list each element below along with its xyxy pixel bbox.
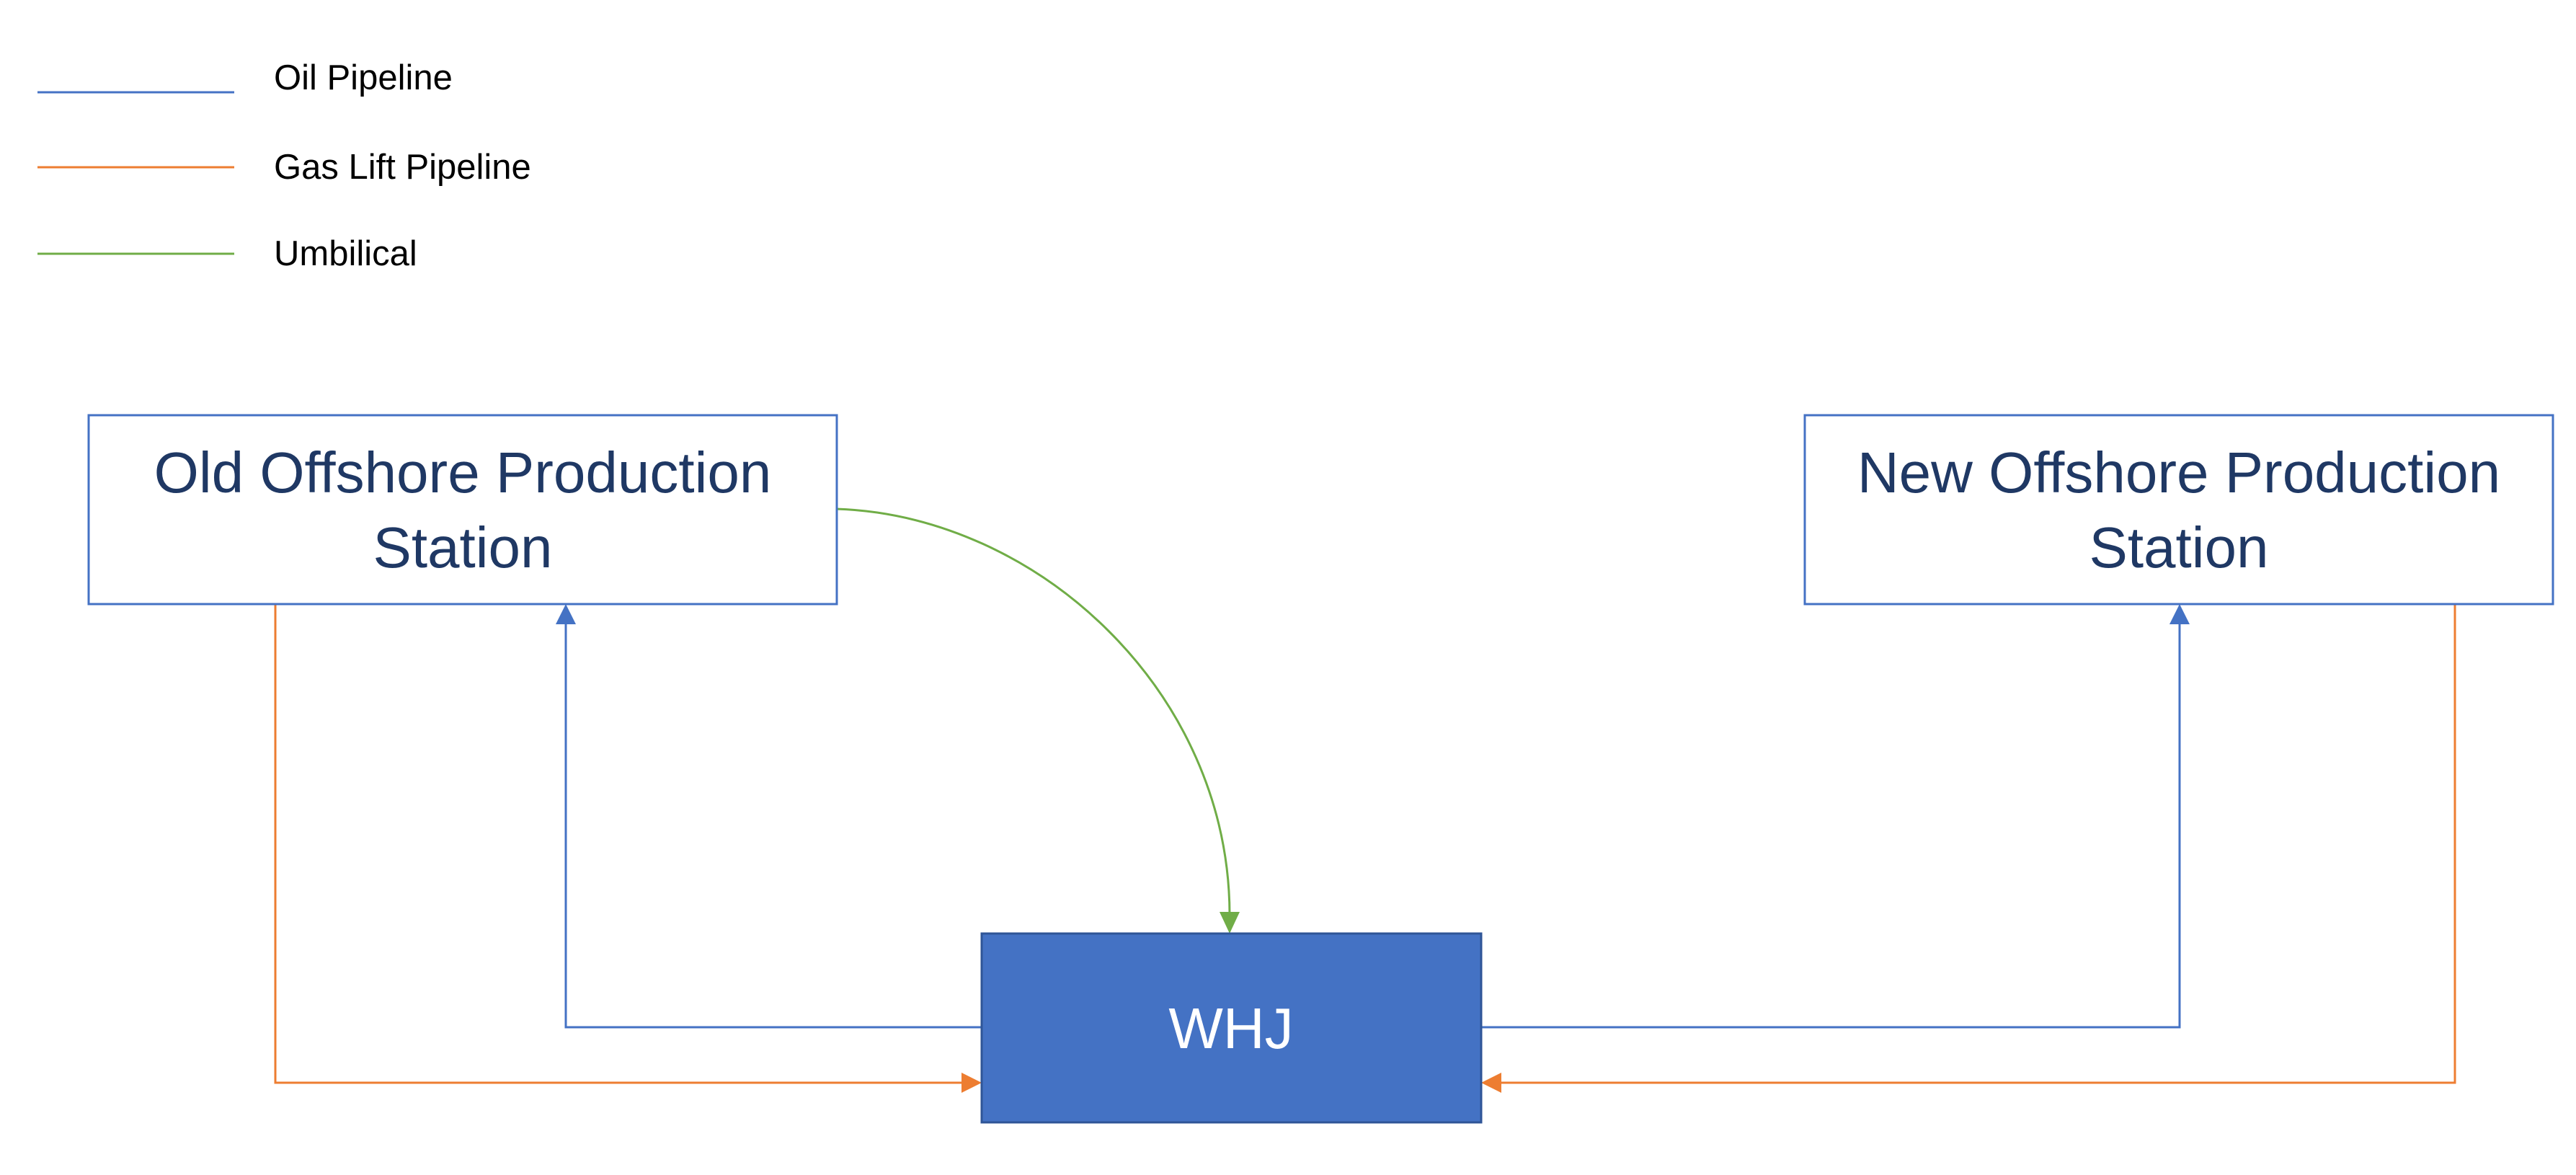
- legend-label-oil: Oil Pipeline: [274, 58, 453, 97]
- whj-node: WHJ: [980, 932, 1483, 1124]
- arrowhead-oil-into-old-station: [556, 604, 576, 624]
- legend-label-gas-lift: Gas Lift Pipeline: [274, 148, 531, 187]
- arrowhead-gas-into-whj-right: [1481, 1073, 1501, 1093]
- old-station-box: [87, 414, 838, 606]
- new-offshore-production-station: New Offshore Production Station: [1803, 414, 2554, 606]
- connectors: [274, 507, 2456, 1093]
- new-station-label-line1: New Offshore Production: [1857, 440, 2500, 505]
- new-station-box: [1803, 414, 2554, 606]
- arrowhead-umbilical-into-whj: [1220, 912, 1240, 934]
- umbilical-old-to-whj: [835, 507, 1231, 915]
- legend: Oil Pipeline Gas Lift Pipeline Umbilical: [37, 58, 531, 273]
- new-station-label-line2: Station: [2089, 515, 2268, 580]
- old-station-label-line2: Station: [373, 515, 552, 580]
- arrowhead-gas-into-whj-left: [961, 1073, 982, 1093]
- legend-item-umbilical: Umbilical: [37, 234, 417, 273]
- arrowhead-oil-into-new-station: [2169, 604, 2190, 624]
- oil-pipeline-whj-to-new: [1481, 624, 2181, 1029]
- gas-lift-pipeline-new-to-whj: [1501, 604, 2456, 1084]
- legend-label-umbilical: Umbilical: [274, 234, 417, 273]
- legend-item-oil: Oil Pipeline: [37, 58, 453, 97]
- old-station-label-line1: Old Offshore Production: [154, 440, 772, 505]
- whj-label: WHJ: [1168, 996, 1293, 1060]
- old-offshore-production-station: Old Offshore Production Station: [87, 414, 838, 606]
- whj-box: [980, 932, 1483, 1124]
- gas-lift-pipeline-old-to-whj: [274, 604, 962, 1084]
- legend-item-gas-lift: Gas Lift Pipeline: [37, 148, 531, 187]
- oil-pipeline-whj-to-old: [564, 624, 982, 1029]
